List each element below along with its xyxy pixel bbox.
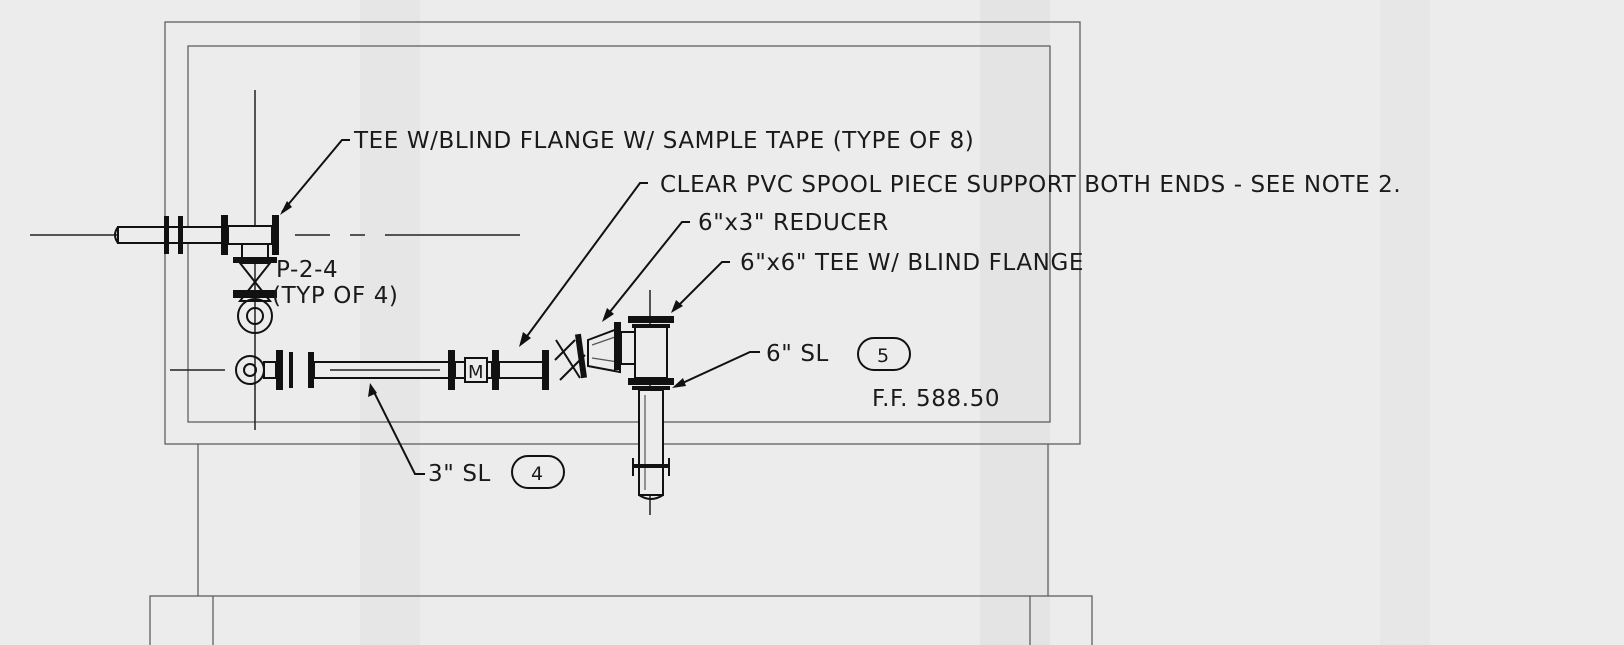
label-sl3: 3" SL bbox=[428, 461, 491, 487]
label-sl6: 6" SL bbox=[766, 341, 829, 367]
label-clear-pvc-spool: CLEAR PVC SPOOL PIECE SUPPORT BOTH ENDS … bbox=[660, 172, 1401, 198]
bubble-sl6: 5 bbox=[877, 345, 890, 367]
reducer-fitting bbox=[554, 326, 621, 381]
label-tee-blind-flange: TEE W/BLIND FLANGE W/ SAMPLE TAPE (TYPE … bbox=[353, 128, 974, 154]
leader-lines bbox=[280, 139, 760, 475]
lower-3in-pipe bbox=[235, 350, 549, 390]
line-number-bubbles bbox=[511, 337, 911, 489]
meter-mark: M bbox=[468, 362, 484, 383]
tee-6x6 bbox=[614, 316, 674, 500]
label-reducer: 6"x3" REDUCER bbox=[698, 210, 889, 236]
label-finished-floor: F.F. 588.50 bbox=[872, 386, 1000, 412]
label-valve-typ: (TYP OF 4) bbox=[272, 283, 399, 309]
bubble-sl3: 4 bbox=[531, 463, 544, 485]
gate-valve-icon bbox=[233, 257, 277, 334]
flow-meter-icon: M bbox=[454, 357, 493, 383]
annotation-labels: TEE W/BLIND FLANGE W/ SAMPLE TAPE (TYPE … bbox=[272, 128, 1401, 487]
label-tee-6x6: 6"x6" TEE W/ BLIND FLANGE bbox=[740, 250, 1084, 276]
label-valve-tag: P-2-4 bbox=[276, 257, 338, 283]
